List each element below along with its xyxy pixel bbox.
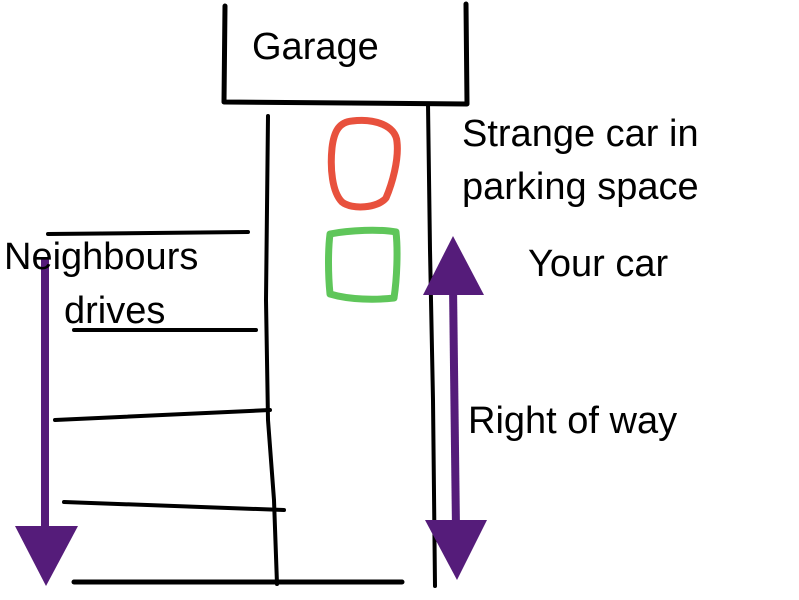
your-car-label: Your car <box>528 243 669 285</box>
driveway-right-edge <box>426 102 437 588</box>
your-car-marker <box>325 226 401 303</box>
right-of-way-arrow-head-up <box>423 236 484 295</box>
right-of-way-arrow-shaft <box>449 284 460 531</box>
right-of-way-label: Right of way <box>468 400 678 442</box>
neighbours-arrow-head <box>15 526 78 586</box>
garage-box <box>221 1 470 107</box>
strange-car-label-line1: Strange car in <box>462 113 699 155</box>
strange-car-marker <box>327 116 401 211</box>
right-of-way-arrow-head-down <box>425 520 487 580</box>
neighbour-drive-line <box>53 408 272 422</box>
driveway-left-edge <box>263 114 279 586</box>
strange-car-label-line2: parking space <box>462 166 699 208</box>
neighbours-label-line1: Neighbours <box>4 236 199 278</box>
neighbour-drive-line <box>46 230 250 236</box>
neighbour-drive-line <box>62 500 286 512</box>
neighbours-label-line2: drives <box>64 290 166 332</box>
garage-label: Garage <box>252 26 379 68</box>
